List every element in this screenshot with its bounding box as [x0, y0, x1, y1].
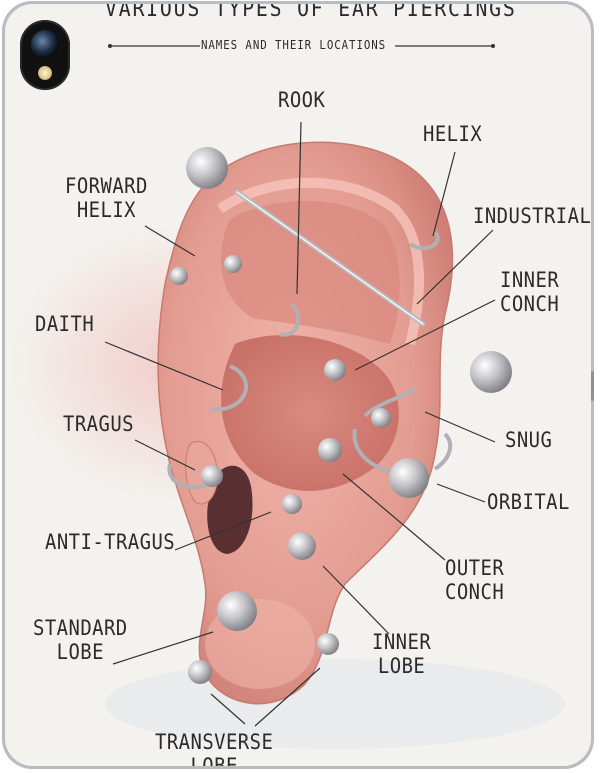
label-helix: HELIX	[423, 122, 483, 146]
label-inner-lobe: INNER LOBE	[372, 630, 432, 678]
label-orbital: ORBITAL	[487, 490, 570, 514]
label-inner-conch: INNER CONCH	[500, 268, 560, 316]
camera-lens	[31, 30, 59, 58]
ear-canal	[207, 465, 253, 554]
ear-illustration	[5, 4, 591, 766]
label-anti-tragus: ANTI-TRAGUS	[45, 530, 176, 554]
concha	[221, 335, 399, 491]
label-outer-conch: OUTER CONCH	[445, 556, 505, 604]
camera-flash	[38, 66, 52, 80]
screen: VARIOUS TYPES OF EAR PIERCINGS NAMES AND…	[5, 4, 591, 766]
standard-lobe-stud	[217, 591, 257, 631]
label-rook: ROOK	[278, 88, 326, 112]
front-camera	[20, 20, 70, 90]
forward-helix-stud	[186, 147, 228, 189]
industrial-ball	[470, 351, 512, 393]
subtitle: NAMES AND THEIR LOCATIONS	[201, 38, 387, 52]
orbital-ball	[389, 458, 429, 498]
label-standard-lobe: STANDARD LOBE	[33, 616, 128, 664]
label-transverse-lobe: TRANSVERSE LOBE	[155, 730, 274, 766]
label-tragus: TRAGUS	[63, 412, 134, 436]
label-forward-helix: FORWARD HELIX	[65, 174, 148, 222]
volume-button	[590, 371, 594, 401]
label-snug: SNUG	[505, 428, 553, 452]
label-daith: DAITH	[35, 312, 95, 336]
title: VARIOUS TYPES OF EAR PIERCINGS	[105, 4, 517, 22]
leader-lines	[104, 121, 496, 727]
inner-conch-stud	[324, 359, 346, 381]
label-industrial: INDUSTRIAL	[473, 204, 591, 228]
